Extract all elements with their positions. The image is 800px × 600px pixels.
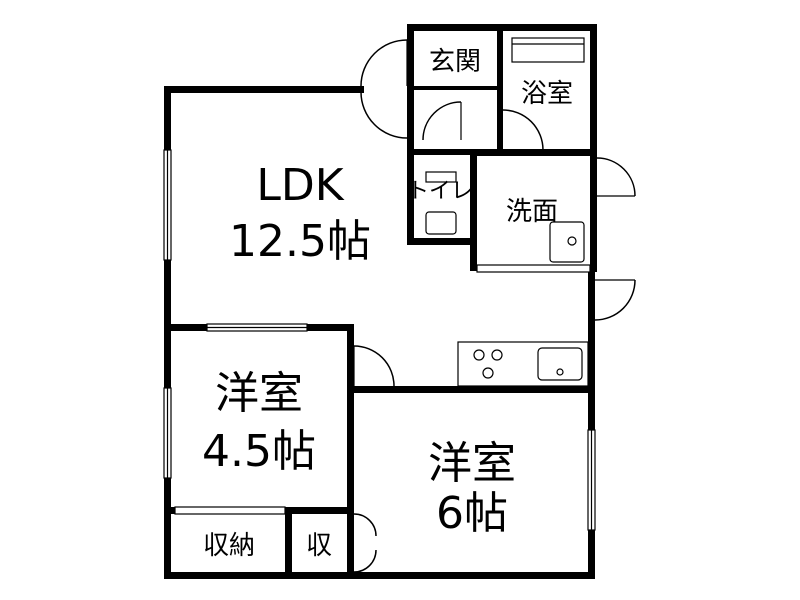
wall-bath-bottom [470,149,597,156]
label-ldk-name: LDK [256,160,344,211]
door-entrance-inner-arc [360,91,408,139]
toilet-tank [425,171,457,183]
labels: 玄関 浴室 トイレ 洗面 LDK 12.5帖 洋室 4.5帖 洋室 6帖 収納 … [202,47,573,561]
wall-entrance-step [407,86,498,90]
wall-bath-right [590,24,597,156]
wash-basin-drain [567,236,577,246]
wall-toilet-wash [470,149,477,271]
door-toilet-arc [422,101,462,141]
wall-ldk-top [164,86,364,93]
label-western-large-size: 6帖 [436,488,508,539]
door-bath-arc [502,109,544,151]
door-wash-ext-arc [596,157,636,197]
label-storage-large: 収納 [203,531,255,561]
wall-toilet-bottom [407,238,477,245]
doors [353,39,636,573]
wall-w6-left-stub [347,386,354,402]
label-storage-small: 収 [306,531,332,561]
kitchen-counter [457,341,589,387]
label-western-large-name: 洋室 [428,438,516,489]
door-entrance-arc [360,39,408,87]
kitchen-sink-drain [556,368,564,376]
label-western-small-size: 4.5帖 [202,426,316,477]
wall-wash-right [590,152,597,272]
stove-burner-1 [473,349,485,361]
wall-toilet-top [407,149,477,155]
window-storage [174,506,286,515]
wash-basin [549,221,585,263]
wall-entrance-bath [497,24,503,152]
label-western-small-name: 洋室 [215,368,303,419]
bathtub [511,37,585,63]
door-ldk-ext-arc [594,279,636,321]
wall-ldk-right [588,272,595,392]
partition-wash-ldk [476,264,591,273]
wall-bottom [164,572,595,579]
fixtures [425,37,589,387]
stove-burner-2 [491,349,503,361]
windows [163,149,596,531]
door-w6-arc [353,345,395,387]
wall-w45-right [347,324,354,510]
wall-entrance-left [407,24,414,244]
door-storage-arc-1 [353,513,377,537]
stove-burner-3 [482,367,494,379]
wall-storage-right [347,507,354,579]
kitchen-sink [537,347,583,381]
label-entrance: 玄関 [429,47,481,77]
wall-storage-divider [285,507,292,579]
wall-w6-top [347,386,595,393]
label-washroom: 洗面 [506,197,558,227]
door-storage-arc-2 [353,549,377,573]
label-bath: 浴室 [521,79,573,109]
label-ldk-size: 12.5帖 [229,216,371,267]
toilet-bowl [425,211,457,235]
label-toilet: トイレ [407,179,473,204]
